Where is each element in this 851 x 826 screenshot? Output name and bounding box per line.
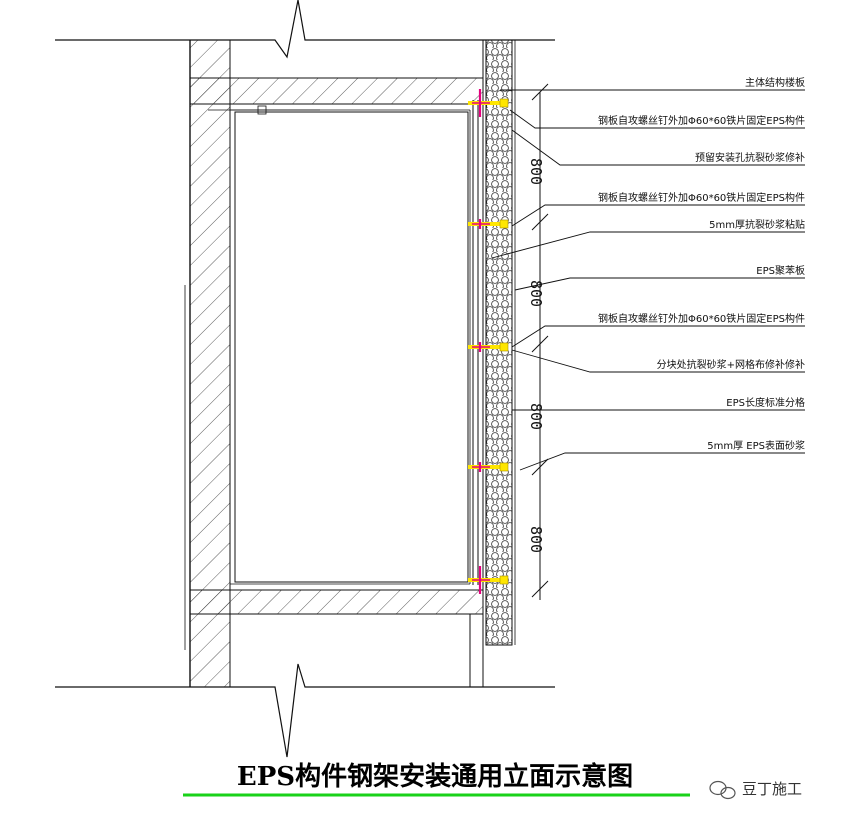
annotation-anchor-1: 钢板自攻螺丝钉外加Φ60*60铁片固定EPS构件 <box>598 114 805 127</box>
annotation-slab: 主体结构楼板 <box>745 76 805 89</box>
annotation-anchor-3: 钢板自攻螺丝钉外加Φ60*60铁片固定EPS构件 <box>598 312 805 325</box>
annotation-mortar-bond: 5mm厚抗裂砂浆粘贴 <box>709 218 805 231</box>
top-break-line <box>55 0 555 59</box>
dimension-4: 800 <box>527 526 545 553</box>
anchor-bracket-5 <box>468 566 509 594</box>
watermark-text: 豆丁施工 <box>742 780 802 798</box>
annotation-joint-repair: 分块处抗裂砂浆+网格布修补修补 <box>657 358 805 371</box>
dimension-chain <box>531 83 549 600</box>
annotation-surface-mortar: 5mm厚 EPS表面砂浆 <box>707 439 805 452</box>
bottom-slab <box>189 583 484 687</box>
dimension-1: 800 <box>527 158 545 185</box>
leader-detail <box>208 105 320 115</box>
anchor-bracket-2 <box>468 219 509 229</box>
anchor-bracket-4 <box>468 462 509 472</box>
top-slab <box>189 77 484 111</box>
annotation-hole-repair: 预留安装孔抗裂砂浆修补 <box>695 151 805 164</box>
anchor-group <box>468 89 509 594</box>
steel-rail <box>472 100 479 585</box>
eps-board <box>482 39 516 687</box>
anchor-bracket-1 <box>468 89 509 117</box>
wechat-icon <box>709 780 736 800</box>
left-column <box>189 39 231 688</box>
leader-lines <box>491 89 805 471</box>
watermark: 豆丁施工 <box>709 780 802 800</box>
annotation-length-grid: EPS长度标准分格 <box>726 396 805 409</box>
annotation-eps-board: EPS聚苯板 <box>756 264 805 277</box>
annotation-anchor-2: 钢板自攻螺丝钉外加Φ60*60铁片固定EPS构件 <box>598 191 805 204</box>
dimension-3: 800 <box>527 403 545 430</box>
bottom-break-line <box>55 663 555 758</box>
anchor-bracket-3 <box>468 342 509 352</box>
drawing-title: EPS构件钢架安装通用立面示意图 <box>237 761 633 792</box>
